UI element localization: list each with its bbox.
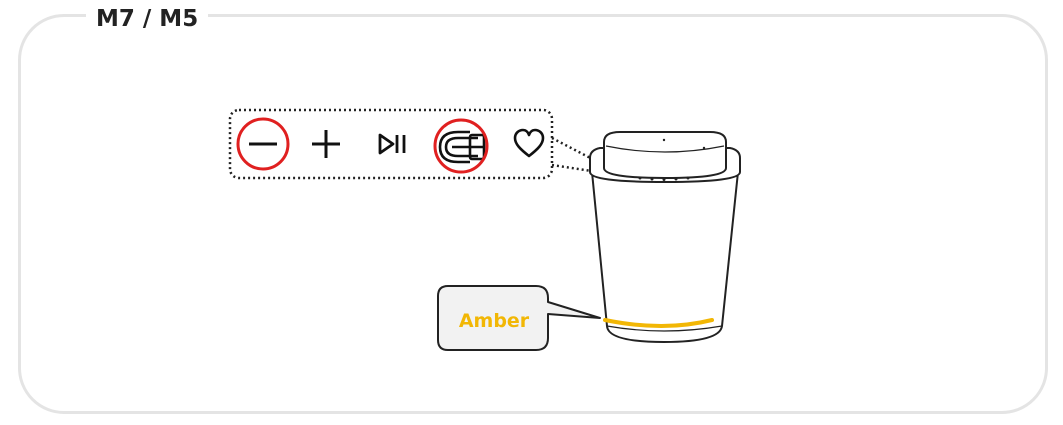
- speaker: [589, 131, 741, 344]
- input-highlight-ring: [433, 118, 489, 174]
- amber-led-strip: [603, 318, 714, 328]
- section-title: M7 / M5: [86, 4, 209, 34]
- heart-icon: [513, 128, 545, 158]
- indicator-callout: [437, 285, 601, 351]
- indicator-color-label: Amber: [458, 310, 530, 332]
- plus-icon: [312, 130, 340, 158]
- button-panel-callout: [228, 108, 599, 180]
- section-frame: [18, 14, 1048, 414]
- play-pause-icon: [378, 133, 406, 155]
- minus-highlight-ring: [236, 117, 290, 171]
- input-source-icon: [438, 130, 486, 164]
